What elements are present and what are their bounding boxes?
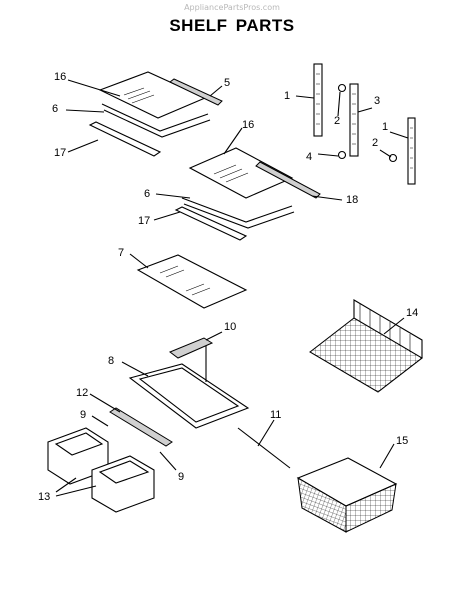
callout-15: 15 (396, 435, 408, 447)
middle-shelf-assembly (174, 147, 321, 241)
shelf-frame-upper (101, 103, 209, 132)
callout-14: 14 (406, 307, 418, 319)
callout-6-upper: 6 (52, 103, 58, 115)
screw-upper (337, 83, 347, 93)
callout-10: 10 (224, 321, 236, 333)
page-title: SHELF PARTS (169, 16, 295, 35)
callout-8: 8 (108, 355, 114, 367)
callout-labels: 16 5 6 17 16 6 17 18 1 2 3 1 2 4 7 10 8 … (38, 71, 418, 503)
shelf-frame-rail-middle (183, 203, 295, 229)
bracket-middle (349, 83, 359, 157)
wire-shelf-upper (309, 299, 423, 393)
slide-rail-12 (109, 407, 173, 447)
callout-2-lower: 2 (372, 137, 378, 149)
callout-11: 11 (270, 409, 281, 421)
wire-shelf-back (353, 299, 423, 358)
crisper-frame-inner (138, 367, 240, 423)
shelf-trim-upper (88, 121, 162, 157)
wire-basket (296, 457, 398, 533)
shelf-support-brackets (313, 63, 416, 185)
shelf-trim-rear-middle (255, 161, 321, 199)
callout-16-middle: 16 (242, 119, 254, 131)
crisper-cover-assembly (109, 337, 291, 469)
callout-18: 18 (346, 194, 358, 206)
bracket-left (313, 63, 323, 137)
shelf-frame-middle (181, 197, 293, 223)
leader-lines (55, 79, 409, 497)
shelf-trim-rear-upper (169, 78, 223, 106)
callout-17-middle: 17 (138, 215, 150, 227)
callout-13: 13 (38, 491, 50, 503)
screw-right (388, 153, 398, 163)
rod-11 (237, 427, 291, 469)
crisper-drawers (47, 427, 155, 513)
cover-support-10 (168, 337, 214, 359)
callout-2-upper: 2 (334, 115, 340, 127)
shelf-frame-rail-upper (103, 109, 211, 138)
crisper-drawer-left-opening (54, 432, 104, 456)
callout-12: 12 (76, 387, 88, 399)
screw-lower (337, 150, 347, 160)
callout-4: 4 (306, 151, 312, 163)
callout-9-left: 9 (80, 409, 86, 421)
callout-1-left: 1 (284, 90, 290, 102)
wire-shelf-14 (309, 317, 423, 393)
shelf-trim-middle (174, 206, 248, 241)
callout-16-upper: 16 (54, 71, 66, 83)
callout-9-right: 9 (178, 471, 184, 483)
callout-1-right: 1 (382, 121, 388, 133)
basket-side (345, 483, 397, 533)
glass-shine-middle (213, 164, 249, 183)
crisper-drawer-right-opening (98, 460, 150, 484)
callout-3: 3 (374, 95, 380, 107)
crisper-frame-8 (128, 363, 250, 429)
crisper-drawer-right (91, 455, 155, 513)
upper-shelf-assembly (88, 71, 223, 157)
watermark: AppliancePartsPros.com (184, 3, 280, 12)
basket-front (297, 477, 347, 533)
glass-shelf-7 (136, 254, 248, 309)
callout-5: 5 (224, 77, 230, 89)
callout-17-upper: 17 (54, 147, 66, 159)
callout-7: 7 (118, 247, 124, 259)
glass-shelf-crisper (136, 254, 248, 309)
callout-6-middle: 6 (144, 188, 150, 200)
glass-shine-upper (123, 87, 155, 104)
bracket-right (407, 117, 416, 185)
glass-shelf-middle (188, 147, 294, 199)
